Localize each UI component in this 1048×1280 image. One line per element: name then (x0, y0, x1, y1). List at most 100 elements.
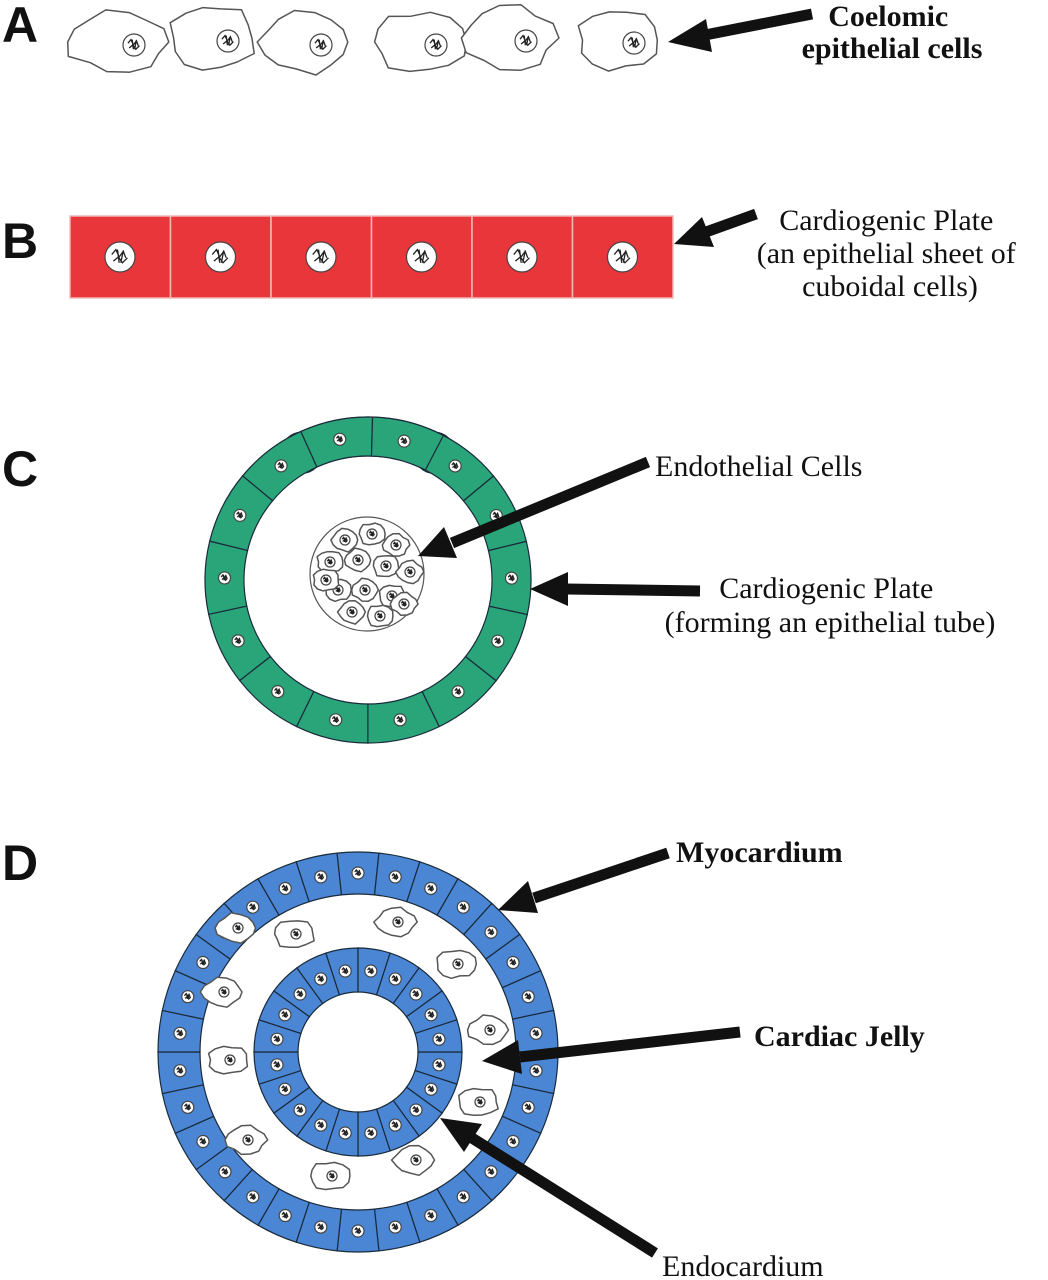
nucleus-icon (204, 241, 237, 273)
endothelial-cell (372, 554, 400, 578)
panel-a-label-line-2: epithelial cells (802, 32, 983, 65)
nucleus-icon (217, 571, 232, 585)
endothelial-cell (343, 547, 372, 573)
panel-c-plate-label: Cardiogenic Plate (forming an epithelial… (665, 572, 996, 639)
nucleus-icon (504, 571, 519, 585)
ring-cell (253, 1019, 302, 1053)
nucleus-icon (397, 434, 411, 448)
nucleus-icon (278, 1008, 292, 1022)
nucleus-icon (218, 1165, 232, 1179)
nucleus-icon (270, 1058, 284, 1072)
nucleus-icon (271, 684, 285, 699)
arrow-icon (482, 1026, 741, 1074)
nucleus-icon (216, 29, 240, 53)
myocardium-label: Myocardium (676, 836, 843, 869)
jelly-cell (466, 1014, 510, 1046)
panel-a-label: Coelomic epithelial cells (802, 0, 983, 65)
ring-cell (392, 967, 443, 1018)
endothelial-cell (330, 527, 359, 553)
nucleus-icon (314, 1220, 328, 1234)
ring-cell (295, 1201, 343, 1252)
endothelial-cell (336, 599, 367, 625)
nucleus-icon (324, 556, 336, 568)
cuboidal-cell (270, 215, 373, 299)
ring-cell (207, 605, 272, 682)
nucleus-icon (314, 1118, 328, 1132)
endothelial-cell (389, 591, 419, 617)
nucleus-icon (231, 634, 245, 648)
ring-cell (484, 933, 542, 989)
panel-b: Cardiogenic Plate (an epithelial sheet o… (69, 204, 1016, 303)
ring-cell (296, 1099, 341, 1152)
endothelial-cell (350, 577, 380, 603)
coelomic-cell (256, 9, 349, 76)
ring-cell (273, 1086, 324, 1137)
cell-membrane (256, 9, 349, 76)
nucleus-icon (405, 241, 438, 273)
nucleus-icon (333, 432, 347, 446)
arrow-icon (674, 208, 758, 247)
nucleus-icon (232, 922, 244, 934)
nucleus-icon (366, 528, 378, 540)
ring-cell (501, 969, 555, 1020)
jelly-cell (373, 906, 418, 938)
nucleus-icon (224, 1054, 236, 1066)
nucleus-icon (352, 554, 364, 566)
jelly-cell (310, 1161, 351, 1191)
panel-c-plate-label-line-1: Cardiogenic Plate (719, 572, 933, 605)
cell-membrane (169, 6, 255, 71)
endocardium-label: Endocardium (662, 1250, 824, 1280)
nucleus-icon (424, 1082, 438, 1096)
panel-letter-a: A (2, 0, 38, 53)
cuboidal-cell (571, 215, 674, 299)
nucleus-icon (484, 925, 498, 939)
cardiac-jelly-cells (199, 906, 510, 1191)
nucleus-icon (364, 1126, 378, 1140)
nucleus-icon (218, 986, 230, 998)
nucleus-icon (514, 29, 538, 53)
nucleus-icon (326, 1170, 338, 1182)
cell-membrane (373, 11, 468, 73)
endothelial-cell (316, 550, 344, 575)
nucleus-icon (270, 1032, 284, 1046)
nucleus-icon (351, 1224, 365, 1238)
jelly-cell (390, 1144, 436, 1177)
nucleus-icon (338, 1126, 352, 1140)
nucleus-icon (392, 916, 404, 928)
nucleus-icon (388, 1220, 402, 1234)
ring-cell (414, 1019, 463, 1053)
panel-c-plate-label-line-2: (forming an epithelial tube) (665, 606, 996, 639)
cuboidal-cell (169, 215, 272, 299)
ring-cell (295, 852, 343, 903)
ring-cell (325, 1108, 359, 1157)
panel-letter-d: D (2, 835, 38, 891)
nucleus-icon (181, 1100, 195, 1114)
nucleus-icon (374, 610, 386, 622)
endothelial-cell (381, 532, 411, 557)
ring-cell (174, 1115, 232, 1171)
jelly-cell (273, 920, 315, 948)
ring-cell (367, 690, 440, 744)
coelomic-cell (66, 9, 170, 73)
coelomic-cell (460, 3, 560, 72)
nucleus-icon (390, 539, 402, 551)
ring-cell (336, 851, 380, 896)
coelomic-cell (577, 11, 659, 72)
cardiogenic-plate-sheet (69, 215, 674, 299)
nucleus-icon (173, 1026, 187, 1040)
nucleus-icon (393, 713, 407, 727)
jelly-cell (214, 912, 257, 944)
nucleus-icon (404, 566, 416, 578)
cuboidal-cell (69, 215, 172, 299)
epithelial-tube (204, 416, 532, 744)
jelly-cell (199, 976, 243, 1008)
ring-cell (204, 540, 249, 615)
ring-cell (257, 1188, 310, 1243)
nucleus-icon (380, 560, 392, 572)
endothelial-cell (394, 559, 425, 585)
coelomic-cell (169, 6, 255, 71)
nucleus-icon (606, 241, 639, 273)
nucleus-icon (529, 1064, 543, 1078)
nucleus-icon (233, 508, 247, 522)
